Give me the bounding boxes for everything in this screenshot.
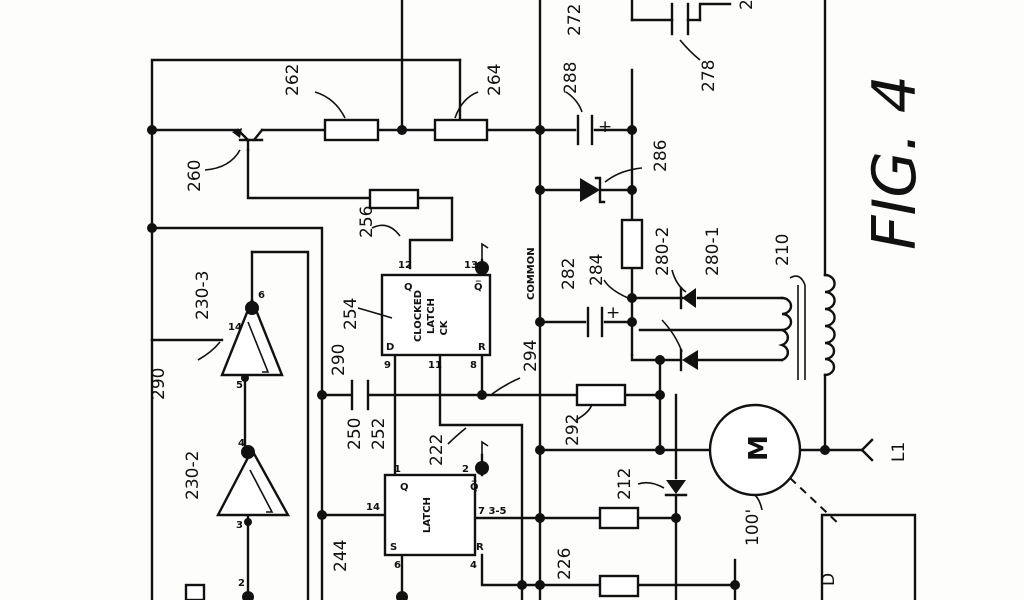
capacitor-288-plus: + bbox=[598, 117, 612, 137]
ref-226: 226 bbox=[555, 548, 575, 580]
resistor-212-bias bbox=[598, 506, 640, 530]
ref-288: 288 bbox=[561, 62, 581, 94]
resistor-262 bbox=[323, 118, 380, 142]
ref-100: 100' bbox=[743, 509, 763, 546]
supply-arrow-latch bbox=[481, 440, 489, 460]
clocked-latch-pin-qbar: Q̅ bbox=[474, 280, 483, 293]
latch-pin-qbar: Q̅ bbox=[470, 480, 479, 493]
amp-230-3-pin-6: 6 bbox=[258, 290, 265, 301]
resistor-264 bbox=[433, 118, 489, 142]
ref-264: 264 bbox=[485, 64, 505, 96]
clocked-latch-pin-q: Q bbox=[404, 282, 413, 293]
capacitor-282: + bbox=[586, 303, 620, 338]
ref-282: 282 bbox=[559, 258, 579, 290]
motor-label: M bbox=[744, 435, 774, 461]
amp-230-2-pin-3: 3 bbox=[236, 520, 243, 531]
ref-272: 272 bbox=[565, 4, 585, 36]
common-label: COMMON bbox=[526, 247, 537, 300]
ref-294: 294 bbox=[521, 340, 541, 372]
ref-280-2: 280-2 bbox=[653, 227, 673, 276]
ref-290-left: 290 bbox=[149, 368, 169, 400]
clocked-latch-pin-11: 11 bbox=[428, 360, 442, 371]
latch-pin-q: Q bbox=[400, 482, 409, 493]
figure-title: FIG. 4 bbox=[860, 75, 930, 250]
clocked-latch-pin-12: 12 bbox=[398, 260, 412, 271]
resistor-256 bbox=[368, 188, 420, 210]
zener-diode-286 bbox=[580, 176, 606, 204]
ref-280-1: 280-1 bbox=[703, 227, 723, 276]
latch-label: LATCH bbox=[422, 497, 433, 533]
amp-230-2-pin-4: 4 bbox=[238, 438, 245, 449]
transformer-210 bbox=[778, 273, 836, 380]
diode-212 bbox=[664, 480, 688, 497]
ref-284: 284 bbox=[587, 254, 607, 286]
capacitor-282-plus: + bbox=[606, 303, 620, 323]
clocked-latch-label-2: LATCH bbox=[426, 298, 437, 334]
motor-100: M bbox=[708, 403, 802, 497]
ref-290-cap: 290 bbox=[329, 344, 349, 376]
latch-pin-7-3-5: 7 3-5 bbox=[478, 506, 507, 517]
resistor-226 bbox=[598, 574, 640, 598]
latch-pin-2: 2 bbox=[462, 464, 469, 475]
ref-244: 244 bbox=[331, 540, 351, 572]
amp-230-3-pin-5: 5 bbox=[236, 380, 243, 391]
resistor-292 bbox=[575, 383, 627, 407]
capacitor-278 bbox=[630, 2, 732, 36]
ref-230-3: 230-3 bbox=[193, 271, 213, 320]
ref-260: 260 bbox=[185, 160, 205, 192]
ref-286: 286 bbox=[651, 140, 671, 172]
latch-pin-1: 1 bbox=[394, 464, 401, 475]
transistor-260 bbox=[232, 128, 264, 152]
latch-pin-4: 4 bbox=[470, 560, 477, 571]
latch-pin-14: 14 bbox=[366, 502, 380, 513]
clocked-latch-pin-13: 13 bbox=[464, 260, 478, 271]
ref-292: 292 bbox=[563, 414, 583, 446]
capacitor-288: + bbox=[576, 114, 612, 146]
amplifier-230-2: 4 3 2 bbox=[216, 438, 291, 589]
ref-l1: L1 bbox=[889, 442, 909, 462]
amp-230-2-pin-2: 2 bbox=[238, 578, 245, 589]
ref-230-2: 230-2 bbox=[183, 451, 203, 500]
ref-250: 250 bbox=[345, 418, 365, 450]
clocked-latch-pin-9: 9 bbox=[384, 360, 391, 371]
leader-lines bbox=[197, 39, 806, 511]
diode-280-1 bbox=[679, 286, 696, 310]
junctions bbox=[147, 125, 830, 600]
ref-278: 278 bbox=[699, 60, 719, 92]
reference-labels: 262 264 288 286 260 256 254 284 282 280-… bbox=[149, 0, 909, 586]
clocked-latch-ck: CK bbox=[439, 319, 450, 335]
clocked-latch-254: CLOCKED LATCH CK 12 Q 13 Q̅ D 9 11 8 R bbox=[380, 260, 492, 371]
ref-222: 222 bbox=[427, 434, 447, 466]
ref-2-top: 2 bbox=[737, 0, 757, 10]
clocked-latch-label-1: CLOCKED bbox=[413, 290, 424, 342]
d-label: D bbox=[819, 573, 839, 586]
resistor-284 bbox=[620, 218, 644, 270]
wires bbox=[150, 0, 917, 600]
ref-210: 210 bbox=[773, 234, 793, 266]
ref-256: 256 bbox=[357, 206, 377, 238]
latch-pin-s: S bbox=[390, 542, 397, 553]
clocked-latch-pin-8: 8 bbox=[470, 360, 477, 371]
ref-254: 254 bbox=[341, 298, 361, 330]
ref-252: 252 bbox=[369, 418, 389, 450]
latch-250: LATCH 14 Q 1 2 Q̅ S 6 R 4 7 3-5 bbox=[366, 464, 507, 571]
clocked-latch-pin-d: D bbox=[386, 342, 394, 353]
supply-arrow-clocked bbox=[481, 242, 489, 262]
clocked-latch-pin-r: R bbox=[478, 342, 486, 353]
diode-280-2 bbox=[679, 348, 698, 372]
latch-pin-6: 6 bbox=[394, 560, 401, 571]
ref-212: 212 bbox=[615, 468, 635, 500]
resistor-left-bottom bbox=[184, 583, 206, 600]
ref-262: 262 bbox=[283, 64, 303, 96]
capacitor-290 bbox=[350, 379, 370, 411]
amp-230-3-pin-14: 14 bbox=[228, 322, 242, 333]
amplifier-230-3: 14 6 5 bbox=[220, 290, 284, 391]
latch-pin-r: R bbox=[476, 542, 484, 553]
